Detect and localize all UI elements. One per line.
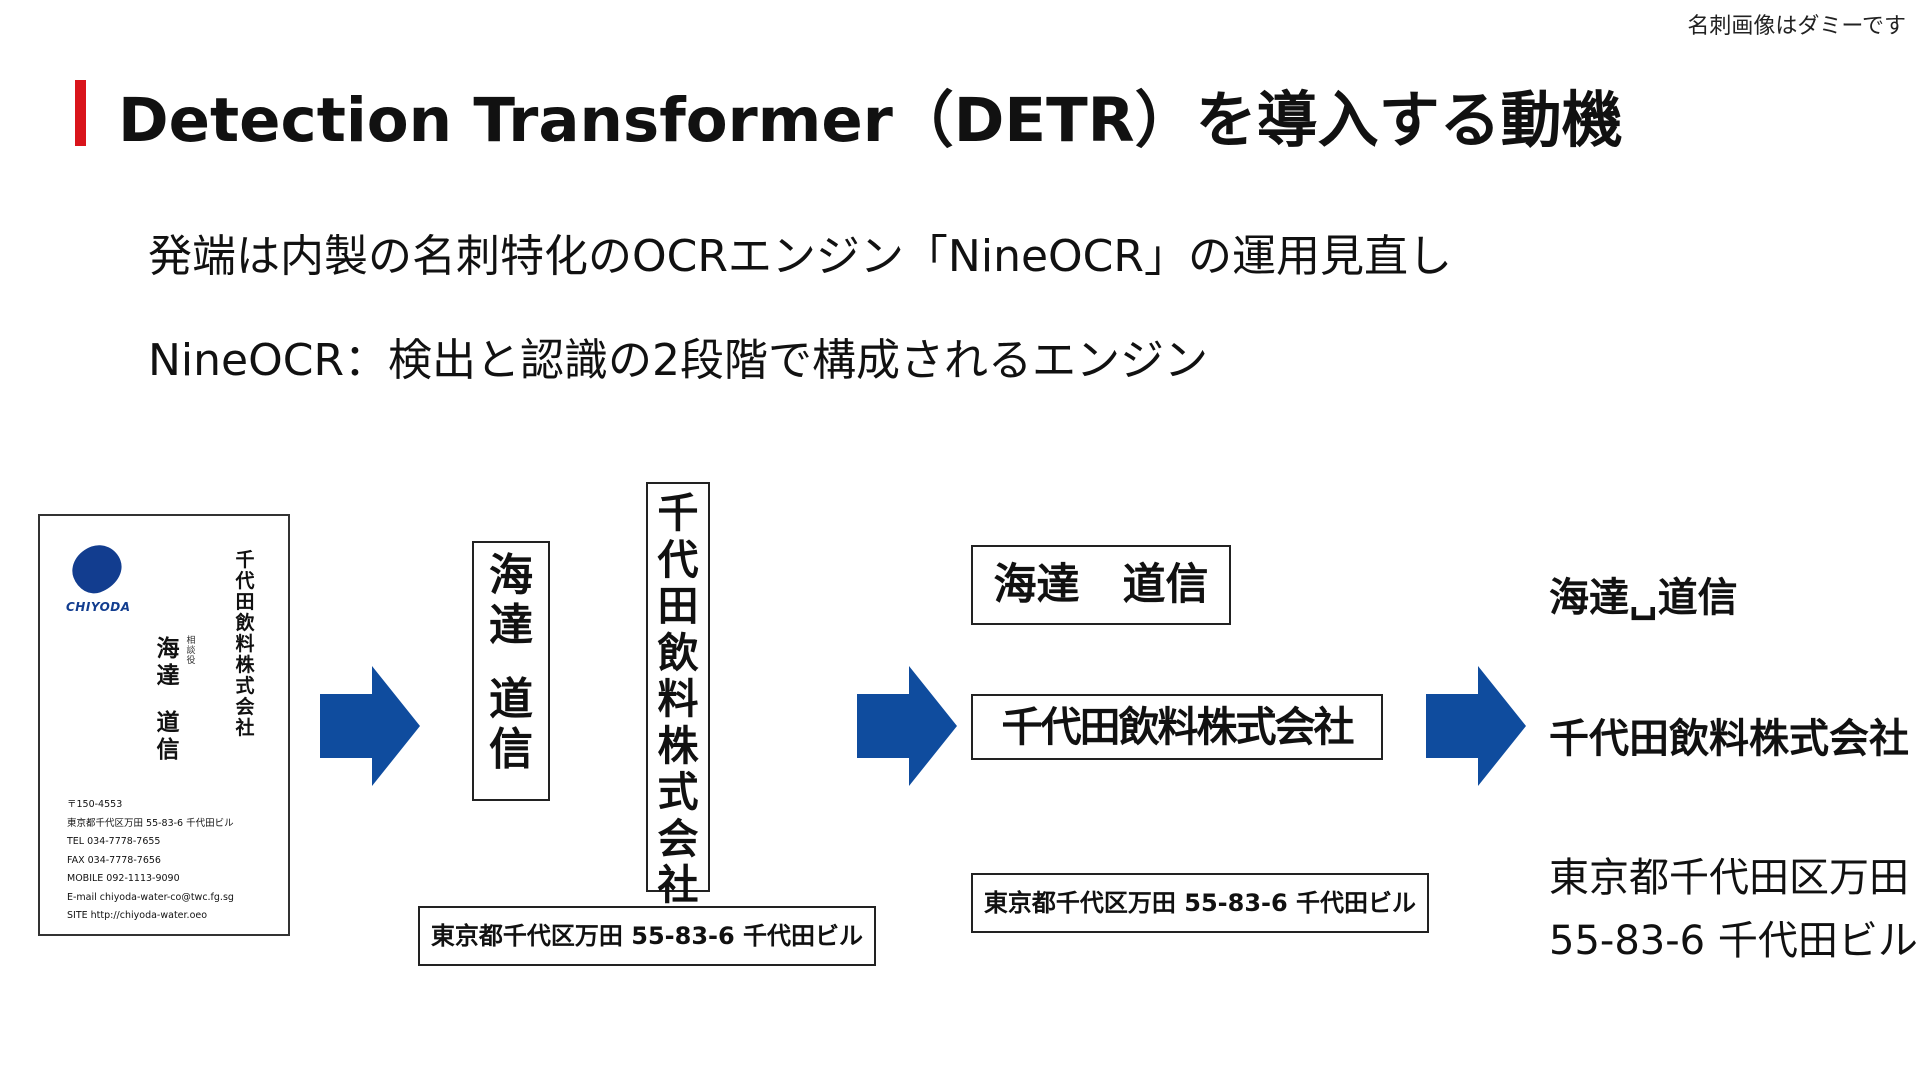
recognized-name: 海達␣道信 xyxy=(1549,575,1738,621)
arrow-right-icon xyxy=(857,666,957,786)
dummy-card-note: 名刺画像はダミーです xyxy=(1687,14,1906,39)
card-address: 東京都千代区万田 55-83-6 千代田ビル xyxy=(67,817,234,829)
card-tel: TEL 034-7778-7655 xyxy=(67,836,161,847)
arrow-right-icon xyxy=(320,666,420,786)
detected-name-crop: 海達 道信 xyxy=(472,541,550,801)
card-name-given: 道信 xyxy=(156,710,180,763)
recognized-company: 千代田飲料株式会社 xyxy=(1549,716,1909,762)
card-email: E-mail chiyoda-water-co@twc.fg.sg xyxy=(67,891,234,903)
card-person-name: 海達 道信 xyxy=(155,636,181,764)
card-name-family: 海達 xyxy=(156,636,180,689)
body-line-structure: NineOCR：検出と認識の2段階で構成されるエンジン xyxy=(148,335,1209,386)
card-role: 相談役 xyxy=(186,636,196,666)
detected-company-text: 千代田飲料株式会社 xyxy=(657,489,699,909)
rectified-company-crop: 千代田飲料株式会社 xyxy=(971,694,1383,760)
detected-name-given: 道信 xyxy=(489,674,533,775)
rectified-address-crop: 東京都千代区万田 55-83-6 千代田ビル xyxy=(971,873,1429,933)
card-mobile: MOBILE 092-1113-9090 xyxy=(67,873,180,884)
company-logo-icon xyxy=(65,538,129,600)
card-site: SITE http://chiyoda-water.oeo xyxy=(67,910,208,921)
detected-company-crop: 千代田飲料株式会社 xyxy=(646,482,710,908)
detected-address-crop: 東京都千代区万田 55-83-6 千代田ビル xyxy=(418,906,876,966)
recognized-address-line1: 東京都千代田区万田 xyxy=(1549,855,1909,901)
detected-name-text: 海達 道信 xyxy=(474,551,548,775)
rectified-name-crop: 海達 道信 xyxy=(971,545,1231,625)
card-company-name: 千代田飲料株式会社 xyxy=(235,549,255,739)
logo-text: CHIYODA xyxy=(66,600,131,614)
card-fax: FAX 034-7778-7656 xyxy=(67,854,161,866)
arrow-right-icon xyxy=(1426,666,1526,786)
title-accent-bar xyxy=(75,80,86,146)
recognized-address-line2: 55-83-6 千代田ビル xyxy=(1549,918,1918,964)
business-card-image: CHIYODA 千代田飲料株式会社 相談役 海達 道信 〒150-4553 東京… xyxy=(38,514,290,936)
detected-name-family: 海達 xyxy=(489,550,533,651)
body-line-origin: 発端は内製の名刺特化のOCRエンジン「NineOCR」の運用見直し xyxy=(148,231,1452,282)
card-postal: 〒150-4553 xyxy=(67,799,123,810)
slide-title: Detection Transformer（DETR）を導入する動機 xyxy=(118,85,1623,156)
card-contact-info: 〒150-4553 東京都千代区万田 55-83-6 千代田ビル TEL 034… xyxy=(67,796,234,926)
